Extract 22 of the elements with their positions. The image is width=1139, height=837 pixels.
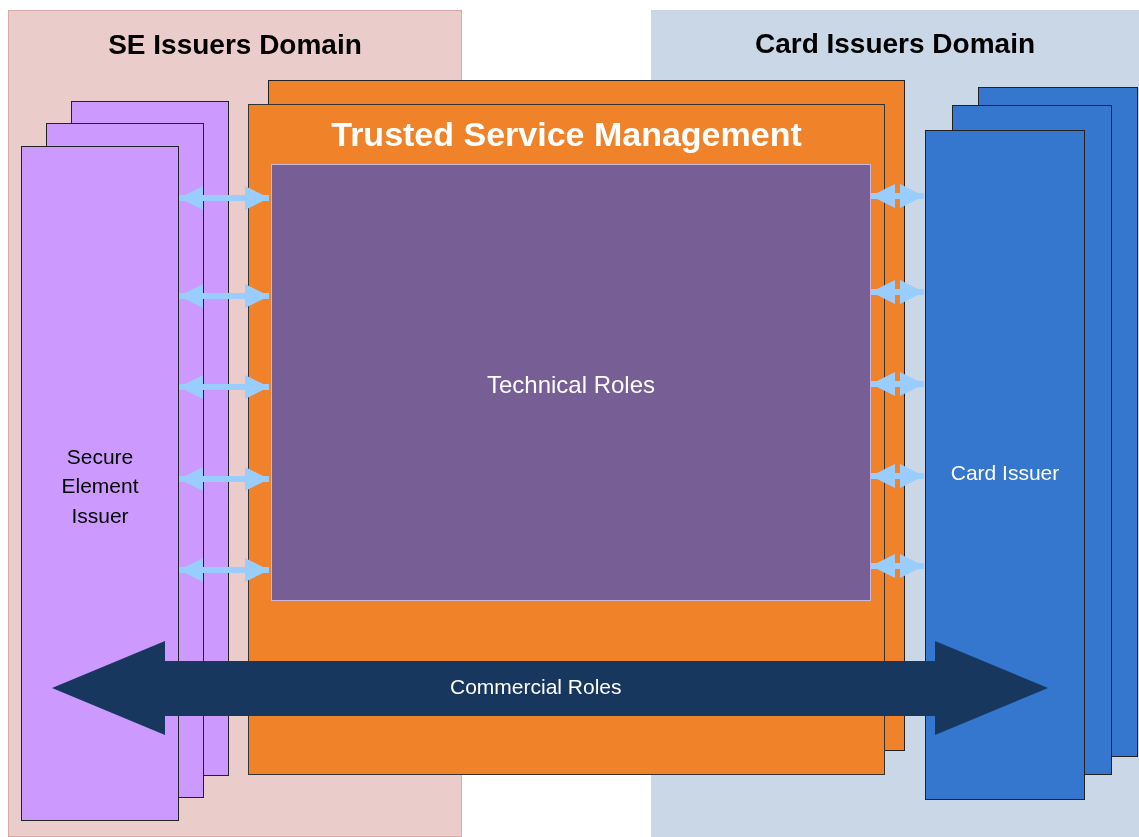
heading: Card Issuers Domain — [753, 27, 1037, 61]
roles-box — [271, 164, 871, 601]
node-label: Card Issuer — [949, 460, 1061, 486]
double-arrow — [871, 184, 924, 208]
double-arrow — [179, 467, 269, 491]
heading: SE Issuers Domain — [107, 28, 363, 62]
double-arrow — [52, 641, 1048, 735]
double-arrow — [179, 375, 269, 399]
node-label: Technical Roles — [485, 370, 657, 400]
issuer-sheet — [21, 146, 179, 821]
double-arrow — [871, 280, 924, 304]
double-arrow — [871, 372, 924, 396]
double-arrow — [179, 558, 269, 582]
issuer-sheet — [925, 130, 1085, 800]
node-label: Secure Element Issuer — [60, 444, 140, 529]
double-arrow — [179, 186, 269, 210]
double-arrow — [871, 554, 924, 578]
double-arrow — [179, 284, 269, 308]
service-box — [248, 104, 885, 775]
edge-label: Commercial Roles — [450, 675, 622, 699]
heading: Trusted Service Management — [330, 114, 803, 155]
double-arrow — [871, 464, 924, 488]
